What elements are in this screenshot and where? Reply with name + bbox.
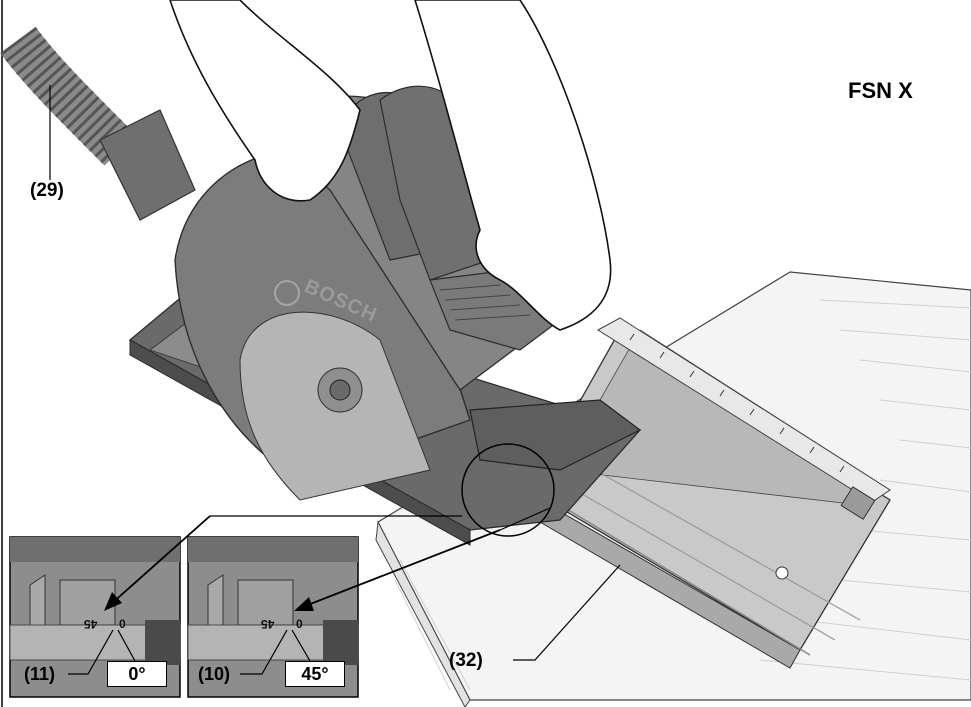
leader-45-box — [291, 629, 311, 662]
arrow-45deg — [294, 529, 501, 611]
leader-11 — [68, 629, 114, 675]
scale-0-left: 0 — [119, 617, 126, 631]
model-label: FSN X — [848, 78, 913, 103]
leader-10 — [240, 629, 288, 675]
arrow-0deg — [104, 515, 211, 611]
scale-0-right: 0 — [296, 617, 303, 631]
callout-rail: (32) — [449, 650, 483, 671]
scale-45-left: 45 — [84, 617, 98, 631]
operator-hands — [169, 0, 612, 331]
extraction-hose — [0, 26, 196, 221]
angle-box-45: 45° — [285, 661, 345, 687]
detail-circle — [461, 443, 555, 537]
angle-box-0: 0° — [107, 661, 167, 687]
callout-marker-0: (11) — [24, 664, 56, 684]
scale-45-right: 45 — [261, 617, 275, 631]
detail-panel-0deg — [9, 536, 181, 698]
guide-rail — [527, 317, 891, 669]
leader-0-box — [117, 629, 136, 662]
leader-32 — [513, 564, 621, 661]
callout-marker-45: (10) — [198, 664, 231, 684]
connector-right — [499, 507, 551, 531]
callout-hose: (29) — [30, 180, 64, 201]
